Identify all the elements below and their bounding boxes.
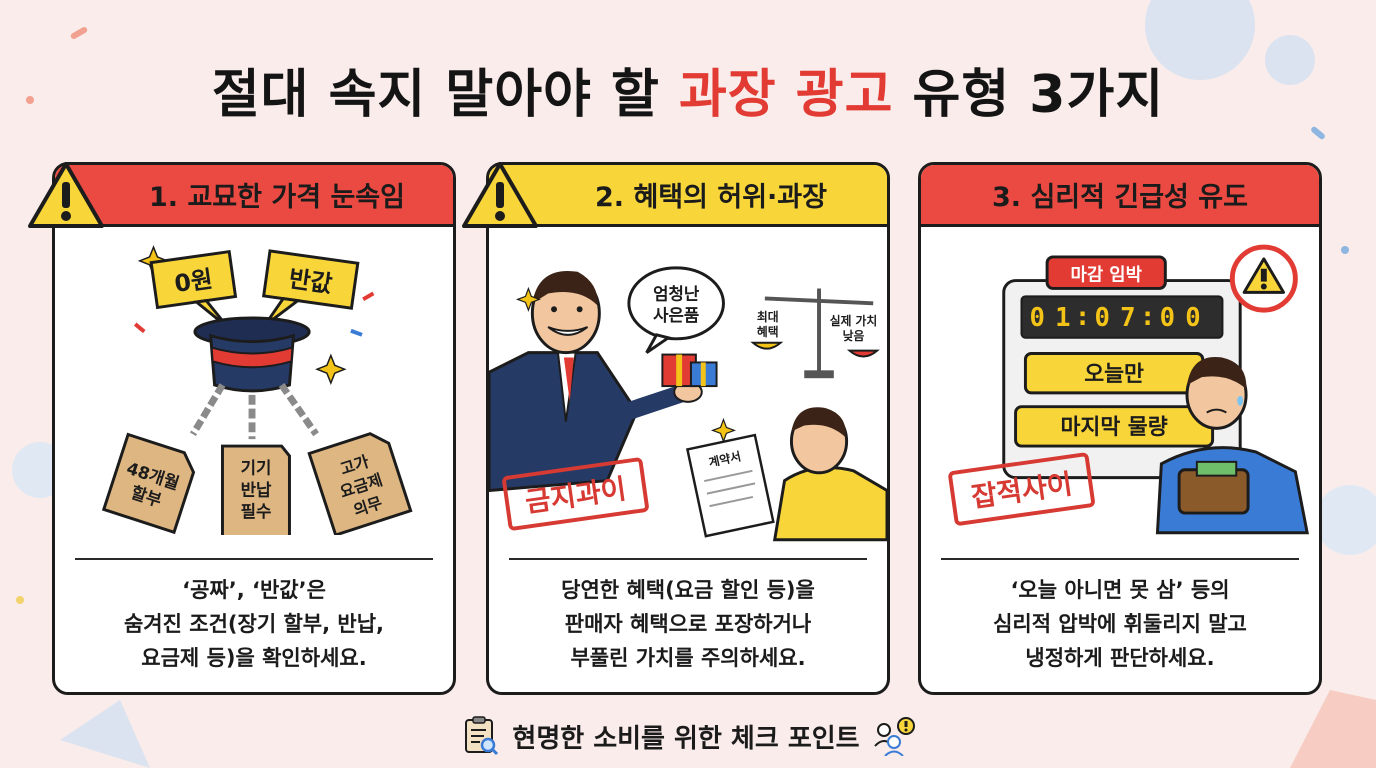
sign-free: 0원: [173, 265, 215, 298]
card-title: 1. 교묘한 가격 눈속임: [149, 182, 405, 213]
desc-line: ‘오늘 아니면 못 삼’ 등의: [1010, 578, 1230, 602]
warning-icon: [462, 162, 538, 228]
stamp-text: 잡적사이: [969, 467, 1074, 514]
svg-text::: :: [1075, 302, 1090, 332]
card-urgency: 3. 심리적 긴급성 유도 마감 임박 0 1 : 0 7 : 0 0 오늘만 …: [918, 162, 1322, 695]
speech-line: 사은품: [653, 305, 699, 325]
scale-label: 최대: [757, 310, 779, 324]
timer-digit: 0: [1095, 303, 1110, 333]
desc-line: 당연한 혜택(요금 할인 등)을: [561, 578, 815, 602]
footer: 현명한 소비를 위한 체크 포인트: [0, 712, 1376, 760]
title-text: 절대 속지 말아야 할: [211, 65, 679, 125]
badge-today-only: 오늘만: [1084, 362, 1144, 387]
title-text-end: 유형 3가지: [893, 65, 1165, 125]
card-false-benefit: 2. 혜택의 허위·과장 엄청난 사은품 최대 혜택 실제 가치 낮음: [486, 162, 890, 695]
card-description: 당연한 혜택(요금 할인 등)을 판매자 혜택으로 포장하거나 부풀린 가치를 …: [499, 573, 877, 675]
card-price-trick: 1. 교묘한 가격 눈속임 0원 반값 48개월 할부: [52, 162, 456, 695]
card-title: 2. 혜택의 허위·과장: [595, 182, 827, 213]
desc-line: 심리적 압박에 휘둘리지 말고: [993, 612, 1247, 636]
desc-line: 냉정하게 판단하세요.: [1025, 646, 1215, 670]
checklist-icon: [465, 716, 499, 756]
desc-line: 요금제 등)을 확인하세요.: [141, 646, 367, 670]
divider: [941, 558, 1299, 560]
card-header: 3. 심리적 긴급성 유도: [921, 165, 1319, 227]
timer-digit: 7: [1120, 303, 1135, 333]
desc-line: 숨겨진 조건(장기 할부, 반납,: [123, 612, 384, 636]
warning-icon: [28, 162, 104, 228]
tag-line: 반납: [241, 479, 272, 499]
badge-last-stock: 마지막 물량: [1061, 415, 1168, 440]
scale-label: 실제 가치: [830, 314, 878, 328]
card-description: ‘오늘 아니면 못 삼’ 등의 심리적 압박에 휘둘리지 말고 냉정하게 판단하…: [931, 573, 1309, 675]
tag-line: 기기: [241, 458, 272, 478]
scale-label: 낮음: [843, 329, 865, 343]
desc-line: 판매자 혜택으로 포장하거나: [564, 612, 812, 636]
divider: [75, 558, 433, 560]
timer-digit: 0: [1160, 303, 1175, 333]
desc-line: 부풀린 가치를 주의하세요.: [570, 646, 806, 670]
scale-label: 혜택: [757, 325, 779, 339]
card-header: 1. 교묘한 가격 눈속임: [55, 165, 453, 227]
deadline-label: 마감 임박: [1071, 265, 1143, 286]
salesman-illustration: 엄청난 사은품 최대 혜택 실제 가치 낮음 계약서: [489, 266, 887, 542]
card-description: ‘공짜’, ‘반값’은 숨겨진 조건(장기 할부, 반납, 요금제 등)을 확인…: [65, 573, 443, 675]
countdown-illustration: 마감 임박 0 1 : 0 7 : 0 0 오늘만 마지막 물량: [948, 244, 1309, 535]
sign-half-price: 반값: [287, 265, 334, 299]
tag-line: 필수: [241, 501, 272, 521]
title-accent: 과장 광고: [678, 65, 894, 125]
page-title: 절대 속지 말아야 할 과장 광고 유형 3가지: [0, 52, 1376, 127]
magic-hat-illustration: 0원 반값 48개월 할부 기기 반납 필수 고가 요금제: [101, 245, 413, 535]
card-title: 3. 심리적 긴급성 유도: [992, 182, 1248, 213]
footer-text: 현명한 소비를 위한 체크 포인트: [512, 723, 860, 754]
speech-line: 엄청난: [653, 283, 700, 303]
contract-label: 계약서: [707, 449, 742, 469]
people-alert-icon: [873, 717, 915, 756]
timer-digit: 0: [1030, 303, 1045, 333]
desc-line: ‘공짜’, ‘반값’은: [182, 578, 326, 602]
card-header: 2. 혜택의 허위·과장: [489, 165, 887, 227]
svg-text::: :: [1140, 302, 1155, 332]
timer-digit: 1: [1055, 303, 1070, 333]
timer-digit: 0: [1185, 303, 1200, 333]
divider: [509, 558, 867, 560]
